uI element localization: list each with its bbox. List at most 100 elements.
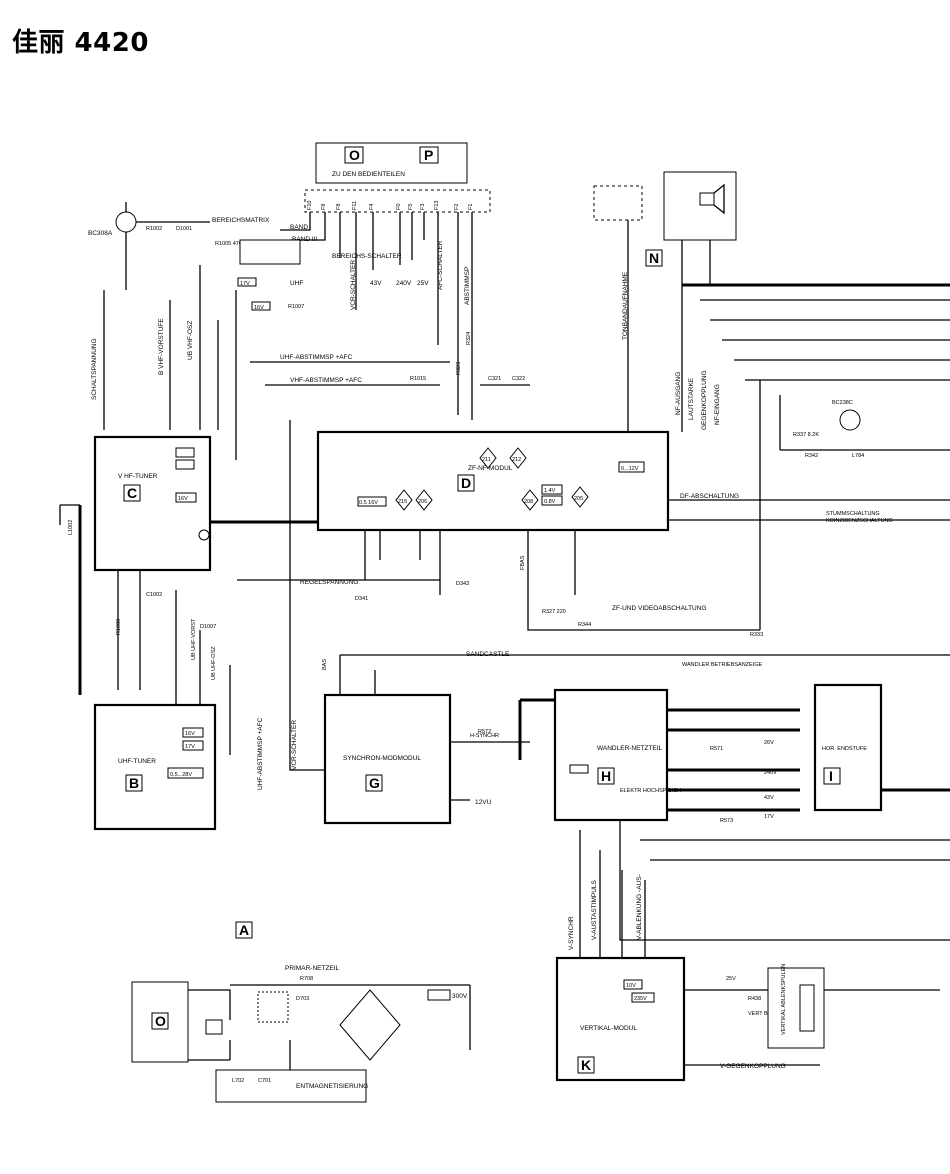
module-op-box	[315, 142, 468, 184]
g-wires	[289, 420, 950, 801]
v-synchr-label: V-SYNCHR	[568, 916, 575, 950]
module-b-label-box	[125, 774, 143, 792]
schaltspannung-label: SCHALTSPANNUNG	[91, 338, 98, 400]
uhf-abstimmsp-label-2: UHF-ABSTIMMSP +AFC	[257, 717, 264, 790]
ub-uhf-osz-label: UB UHF-OSZ	[211, 646, 217, 680]
box-16v-a-text: 16V	[254, 305, 264, 311]
fbas-label: FBAS	[520, 555, 526, 570]
pin-f13: F13	[434, 201, 440, 210]
module-i-label: I	[829, 768, 833, 784]
port-205-text: 205	[574, 496, 583, 502]
ablenkspulen-box	[767, 967, 825, 1049]
pin-f5: F5	[408, 204, 414, 210]
part-r1002: R1002	[146, 226, 162, 232]
port-208-text: 208	[524, 499, 533, 505]
vhf-abstimmsp-label: VHF-ABSTIMMSP +AFC	[290, 377, 362, 384]
d-0-12v-box	[618, 461, 645, 473]
tonband-connector	[593, 185, 643, 221]
module-n-label: N	[649, 250, 659, 266]
part-r572: R571	[710, 746, 723, 752]
page-title: 佳丽 4420	[12, 28, 149, 58]
ub-vhf-osz-label: UB VHF-OSZ	[187, 321, 194, 360]
module-a-label-box	[235, 921, 253, 939]
vert-bild-label: VERT BILDL	[748, 1011, 779, 1017]
port-205	[571, 486, 589, 508]
pin-f2: F2	[454, 204, 460, 210]
module-k	[555, 956, 686, 1082]
d-14v-text: 1.4V	[544, 488, 556, 494]
matrix-components	[239, 239, 301, 265]
part-r328: D343	[456, 581, 469, 587]
r701-relay	[257, 991, 289, 1023]
d-14v-box	[541, 484, 563, 495]
part-r1015: R1015	[410, 376, 426, 382]
part-r327: R344	[578, 622, 591, 628]
bereichsmatrix-label: BEREICHSMATRIX	[212, 217, 270, 224]
tonbandaufnahme-label: TONBANDAUFNAHME	[622, 271, 629, 340]
primary-wires	[188, 984, 471, 1070]
d-05-16v-box	[357, 496, 387, 507]
module-b	[93, 703, 217, 831]
c-band-box2	[175, 459, 195, 470]
module-n-label-box	[645, 249, 663, 267]
vertikal-ablenkspulen-label: VERTIKAL ABLENKSPULEN	[781, 964, 787, 1035]
part-r1008: R1008	[116, 619, 122, 635]
c-band-box	[175, 447, 195, 458]
k-wires	[579, 830, 940, 1066]
b-16v-text: 16V	[185, 731, 195, 737]
k-235v-text: 235V	[634, 996, 647, 1002]
module-h-label-box	[597, 767, 615, 785]
ablenkspulen-coil	[799, 984, 815, 1032]
ub-vhf-vorstufe-label: B VHF-VORSTUFE	[158, 318, 165, 375]
d-08v-box	[541, 495, 563, 506]
part-c321: C321	[488, 376, 501, 382]
module-k-name: VERTIKAL-MODUL	[580, 1025, 637, 1032]
v25-label: 25V	[417, 280, 429, 287]
uhf-abstimmsp-label: UHF-ABSTIMMSP +AFC	[280, 354, 353, 361]
module-k-label-box	[577, 1056, 595, 1074]
zf-videoabschaltung-label: ZF-UND VIDEOABSCHALTUNG	[612, 605, 707, 612]
part-c322: C322	[512, 376, 525, 382]
pin-f0: F0	[396, 204, 402, 210]
h-43v-label: 43V	[764, 795, 774, 801]
b-16v-box	[182, 727, 204, 738]
speaker-wires	[627, 220, 711, 432]
port-212	[509, 447, 527, 469]
sandcastle-label: SANDCASTLE	[466, 651, 510, 658]
gegenkopplung-label: GEGENKOPPLUNG	[701, 370, 708, 430]
pin-f10: F10	[307, 201, 313, 210]
left-bus-wires	[103, 265, 237, 460]
primar-netzteil-label: PRIMAR-NETZEIL	[285, 965, 340, 972]
v-gegenkopplung-label: V-GEGENKOPPLUNG	[720, 1063, 786, 1070]
d-0-12v-text: 0...12V	[621, 466, 639, 472]
module-c-label-box	[123, 484, 141, 502]
speaker-box	[663, 171, 737, 241]
v-ablenkung-label: V-ABLENKUNG -AUS-	[636, 874, 643, 940]
module-o-bottom-label-box	[151, 1012, 169, 1030]
vcr-schalter-label: VCR-SCHALTER	[350, 260, 357, 310]
port-211	[479, 447, 497, 469]
module-c-label: C	[127, 485, 137, 501]
module-b-label: B	[129, 775, 139, 791]
module-b-name: UHF-TUNER	[118, 758, 156, 765]
pin-f8: F8	[336, 204, 342, 210]
d-08v-text: 0.8V	[544, 499, 556, 505]
bridge-rectifier	[339, 989, 401, 1061]
module-c	[93, 435, 212, 572]
d-05-16v-text: 0.5 16V	[359, 500, 378, 506]
module-d-label: D	[461, 475, 471, 491]
port-215	[395, 489, 413, 511]
part-r571: R573	[720, 818, 733, 824]
box-16v-a	[251, 301, 271, 311]
transistor-bc308a	[115, 211, 137, 233]
port-206-text: 206	[418, 499, 427, 505]
df-abschaltung-label: DF-ABSCHALTUNG	[680, 493, 739, 500]
regelspannung-label: REGELSPANNUNG	[300, 579, 358, 586]
part-l784: R572	[478, 729, 491, 735]
nf-ausgang-label: NF-AUSGANG	[675, 372, 682, 415]
bas-label: BAS	[322, 659, 328, 670]
part-r1007: R1007	[288, 304, 304, 310]
abstimmsp-lines	[250, 361, 450, 386]
module-h-sub: ELEKTR HOCHSP SICH	[620, 788, 681, 794]
c-16v-text: 16V	[178, 496, 188, 502]
